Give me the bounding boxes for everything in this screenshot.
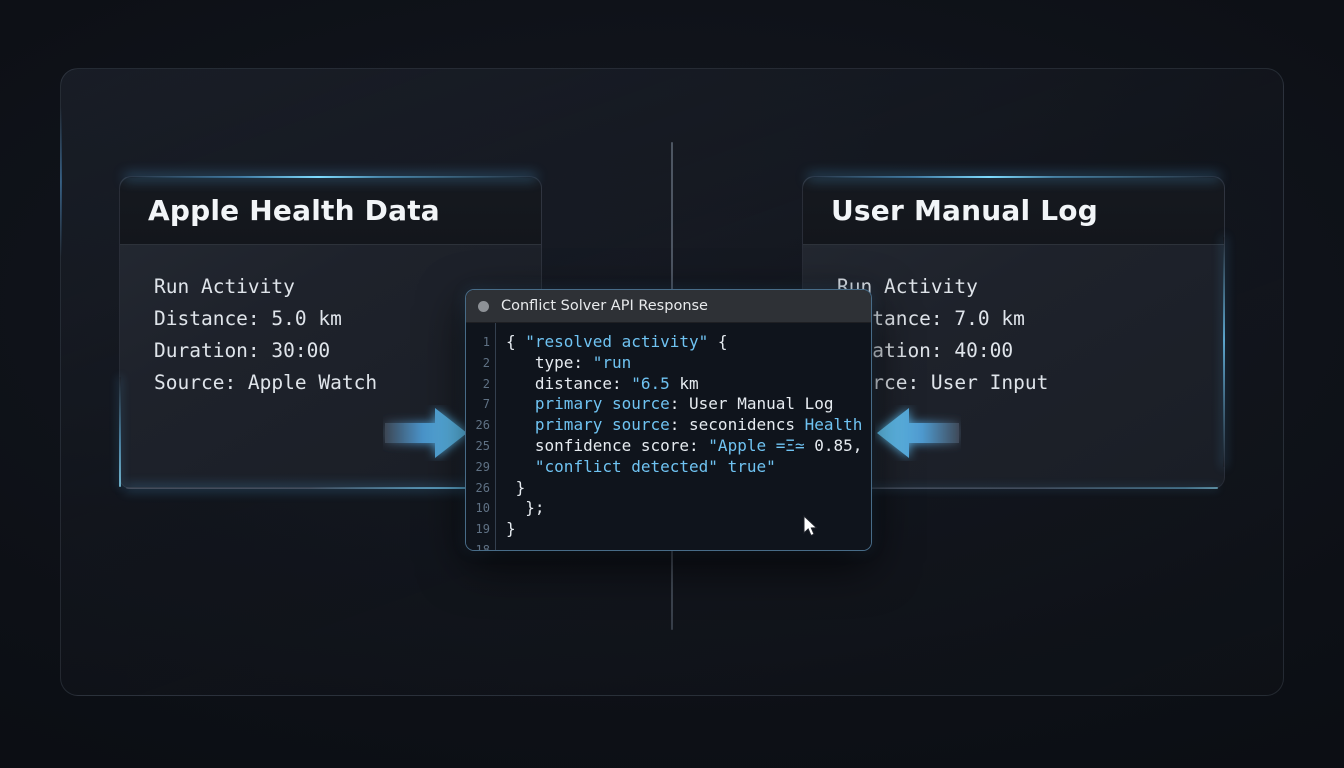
code-line[interactable]: { "resolved activity" { [506, 332, 871, 353]
card-line-distance: Distance: 5.0 km [154, 307, 342, 330]
card-body: Run Activity Distance: 5.0 km Duration: … [120, 245, 541, 399]
code-token: "conflict detected" [534, 456, 718, 476]
code-token: km [669, 373, 699, 393]
line-number: 25 [475, 438, 490, 453]
card-apple-health-data[interactable]: Apple Health Data Run Activity Distance:… [119, 176, 542, 489]
code-token: true" [727, 456, 776, 476]
code-lines[interactable]: { "resolved activity" { type: "run dista… [496, 323, 871, 550]
code-token [506, 415, 535, 434]
window-dot-icon[interactable] [478, 300, 489, 312]
code-line[interactable]: distance: "6.5 km [506, 374, 871, 395]
card-line-source: Source: User Input [837, 371, 1049, 394]
mouse-pointer-icon [803, 514, 819, 542]
line-number: 26 [475, 418, 490, 433]
card-line-activity: Run Activity [154, 275, 295, 298]
code-token [506, 457, 535, 476]
code-token [766, 436, 776, 455]
code-area[interactable]: 12272625292610191811 { "resolved activit… [466, 323, 871, 551]
code-token [506, 394, 535, 413]
card-left-glow [119, 377, 121, 487]
line-number: 1 [482, 335, 490, 349]
code-token: =Ξ≃ [775, 435, 805, 455]
code-token: primary source [534, 394, 670, 414]
code-token: { [708, 332, 728, 351]
code-token: "run [592, 352, 632, 372]
card-title: User Manual Log [831, 194, 1098, 227]
code-token: } [506, 477, 526, 497]
line-number: 2 [482, 355, 490, 370]
code-line[interactable]: "conflict detected" true" [506, 457, 871, 478]
code-token: "6.5 [631, 373, 670, 393]
card-line-activity: Run Activity [837, 275, 978, 298]
line-number-gutter: 12272625292610191811 [466, 323, 496, 551]
card-title: Apple Health Data [148, 194, 440, 227]
code-token: sonfidence score: [506, 435, 709, 455]
code-token: : User Manual Log [669, 394, 834, 414]
code-token [718, 457, 728, 476]
code-token: primary source [534, 415, 670, 435]
card-header: User Manual Log [803, 177, 1224, 245]
line-number: 18 [475, 542, 490, 551]
code-window-titlebar[interactable]: Conflict Solver API Response [466, 290, 871, 323]
code-token: distance: [506, 373, 632, 393]
code-token: "Apple [708, 435, 767, 455]
line-number: 10 [475, 501, 490, 516]
code-token: Health [804, 415, 863, 435]
code-token: 0.85, [804, 435, 863, 455]
code-token: }; [506, 498, 545, 518]
code-token: "resolved activity" [525, 332, 709, 351]
line-number: 2 [482, 376, 490, 391]
line-number: 29 [475, 459, 490, 474]
code-window-title: Conflict Solver API Response [501, 298, 708, 314]
code-line[interactable]: sonfidence score: "Apple =Ξ≃ 0.85, [506, 436, 871, 457]
line-number: 19 [475, 522, 490, 537]
code-token: type: [506, 352, 593, 372]
code-line[interactable]: primary source: User Manual Log [506, 394, 871, 415]
card-right-glow [1223, 237, 1225, 467]
card-line-duration: Duration: 30:00 [154, 339, 331, 362]
code-token: } [506, 519, 516, 539]
code-token: : seconidencs [669, 415, 805, 435]
code-line[interactable]: } [506, 478, 871, 499]
card-line-distance: Distance: 7.0 km [837, 307, 1025, 330]
code-line[interactable]: type: "run [506, 353, 871, 374]
code-line[interactable]: primary source: seconidencs Health [506, 415, 871, 436]
card-line-source: Source: Apple Watch [154, 371, 378, 394]
card-header: Apple Health Data [120, 177, 541, 245]
line-number: 7 [482, 397, 490, 412]
card-line-duration: Duration: 40:00 [837, 339, 1014, 362]
code-line[interactable]: } [506, 519, 871, 540]
line-number: 26 [475, 480, 490, 495]
code-token: { [506, 332, 526, 351]
code-line[interactable]: }; [506, 498, 871, 519]
